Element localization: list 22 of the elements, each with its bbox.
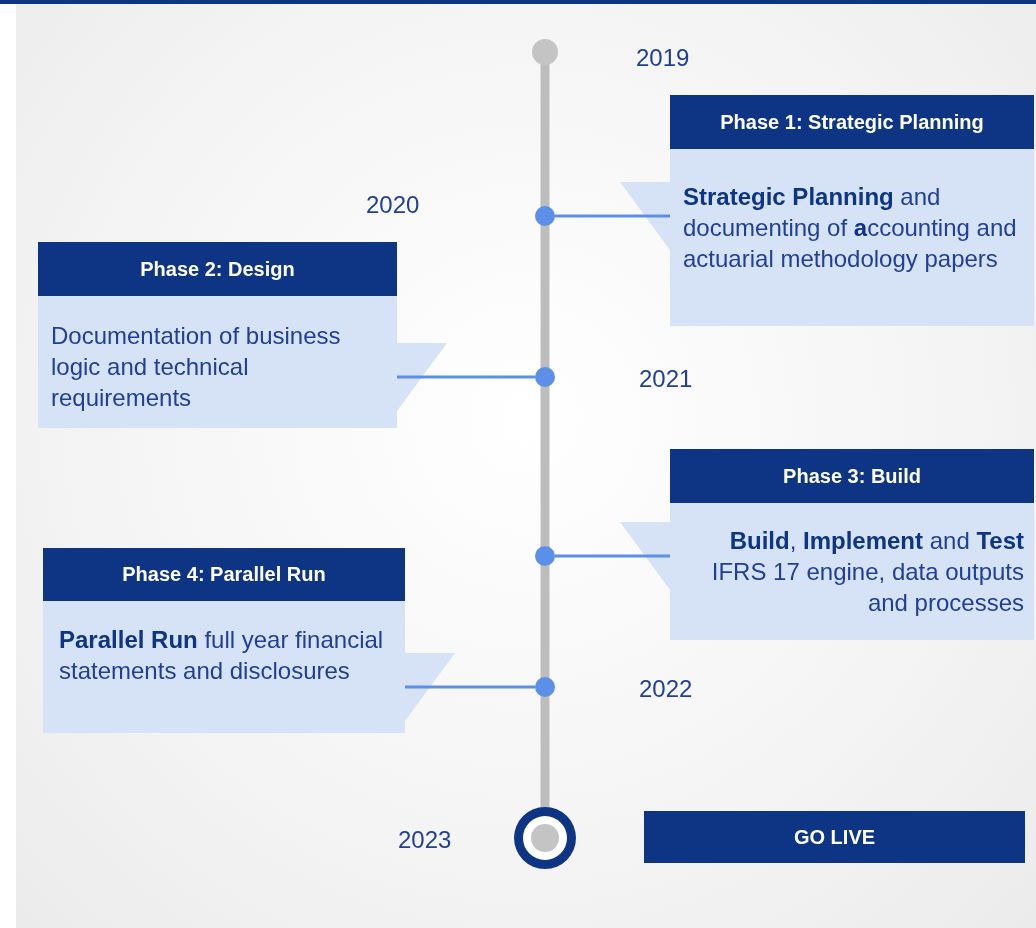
phase-callout-box: [670, 95, 1034, 326]
phase-description: Strategic Planning and documenting of accounting and actuarial methodology papers: [683, 182, 1018, 274]
year-label: 2020: [366, 191, 420, 219]
phase-callout-box: [38, 242, 397, 428]
phase-heading: Phase 3: Build: [670, 449, 1034, 503]
phase-description: Build, Implement and Test IFRS 17 engine, data outputs and processes: [710, 526, 1024, 618]
connector-line: [555, 554, 670, 558]
connector-line: [405, 685, 535, 689]
year-label: 2019: [636, 44, 690, 72]
phase-heading: Phase 1: Strategic Planning: [670, 95, 1034, 149]
phase-callout-box: [43, 548, 405, 733]
year-label: 2021: [639, 365, 693, 393]
year-label: 2023: [398, 826, 452, 854]
connector-line: [397, 375, 535, 379]
year-label: 2022: [639, 675, 693, 703]
phase-description: Parallel Run full year financial statements and disclosures: [59, 625, 385, 686]
phase-heading: Phase 2: Design: [38, 242, 397, 296]
phase-heading: Phase 4: Parallel Run: [43, 548, 405, 601]
phase-callout-box: [670, 449, 1034, 640]
phase-description: Documentation of business logic and technical requirements: [51, 321, 342, 413]
connector-line: [555, 214, 670, 218]
milestone-box: GO LIVE: [644, 811, 1025, 863]
